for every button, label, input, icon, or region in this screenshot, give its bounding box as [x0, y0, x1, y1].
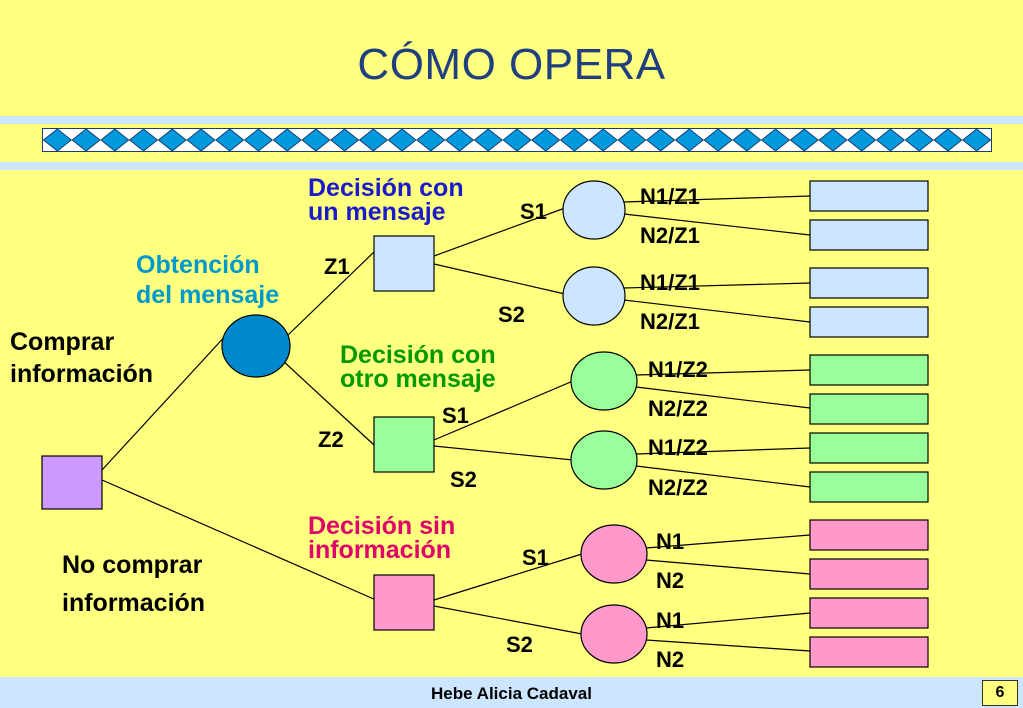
- decision-square-z1: [373, 235, 435, 292]
- label-s1: S1: [520, 199, 547, 224]
- chance-node-blue-s1: [562, 180, 626, 240]
- label-state: N1/Z2: [648, 357, 708, 382]
- root-decision-square: [41, 455, 103, 510]
- page-number: 6: [982, 680, 1018, 706]
- outcome-box: [809, 597, 929, 629]
- outcome-box: [809, 180, 929, 212]
- footer-author: Hebe Alicia Cadaval: [431, 684, 592, 703]
- label-state: N2: [656, 568, 685, 593]
- label-state: N1: [656, 608, 685, 633]
- label-state: N2/Z2: [648, 396, 708, 421]
- slide-title: CÓMO OPERA: [357, 40, 666, 89]
- outcome-box: [809, 354, 929, 386]
- outcome-box: [809, 393, 929, 425]
- chance-node-pink-s2: [580, 604, 648, 664]
- label-z1: Z1: [324, 254, 350, 279]
- chance-node-blue-s2: [562, 266, 626, 326]
- chance-node-green-s2: [570, 430, 638, 490]
- label-comprar-informacion: Comprar información: [10, 328, 154, 388]
- heading-decision-un-mensaje: Decisión con un mensaje: [308, 174, 464, 226]
- outcome-box: [809, 306, 929, 338]
- chance-node-pink-s1: [580, 524, 648, 584]
- decorative-band-bottom: [0, 162, 1023, 170]
- label-no-comprar-informacion: No comprar información: [62, 551, 206, 617]
- heading-decision-otro-mensaje: Decisión con otro mensaje: [340, 341, 496, 393]
- outcome-box: [809, 558, 929, 590]
- heading-obtencion-mensaje: Obtención del mensaje: [136, 251, 280, 309]
- diamond-strip: [42, 128, 992, 152]
- label-s2: S2: [506, 632, 533, 657]
- label-state: N1: [656, 529, 685, 554]
- label-state: N1/Z2: [648, 435, 708, 460]
- diamond-pattern: [42, 128, 992, 152]
- label-state: N2/Z2: [648, 475, 708, 500]
- label-state: N1/Z1: [640, 270, 700, 295]
- label-state: N2/Z1: [640, 223, 700, 248]
- label-s2: S2: [498, 302, 525, 327]
- label-z2: Z2: [318, 427, 344, 452]
- outcome-box: [809, 267, 929, 299]
- decorative-band-top: [0, 116, 1023, 124]
- outcome-box: [809, 219, 929, 251]
- decision-square-z2: [373, 416, 435, 473]
- chance-node-green-s1: [570, 351, 638, 411]
- label-state: N2/Z1: [640, 309, 700, 334]
- label-s1: S1: [522, 545, 549, 570]
- label-s1: S1: [442, 403, 469, 428]
- label-state: N2: [656, 647, 685, 672]
- label-state: N1/Z1: [640, 184, 700, 209]
- outcome-box: [809, 471, 929, 503]
- footer-bar: [0, 677, 1023, 708]
- label-s2: S2: [450, 467, 477, 492]
- chance-node-main: [221, 314, 291, 378]
- outcome-box: [809, 519, 929, 551]
- outcome-box: [809, 432, 929, 464]
- decision-square-no-info: [373, 574, 435, 631]
- outcome-box: [809, 636, 929, 668]
- heading-decision-sin-informacion: Decisión sin información: [308, 512, 456, 564]
